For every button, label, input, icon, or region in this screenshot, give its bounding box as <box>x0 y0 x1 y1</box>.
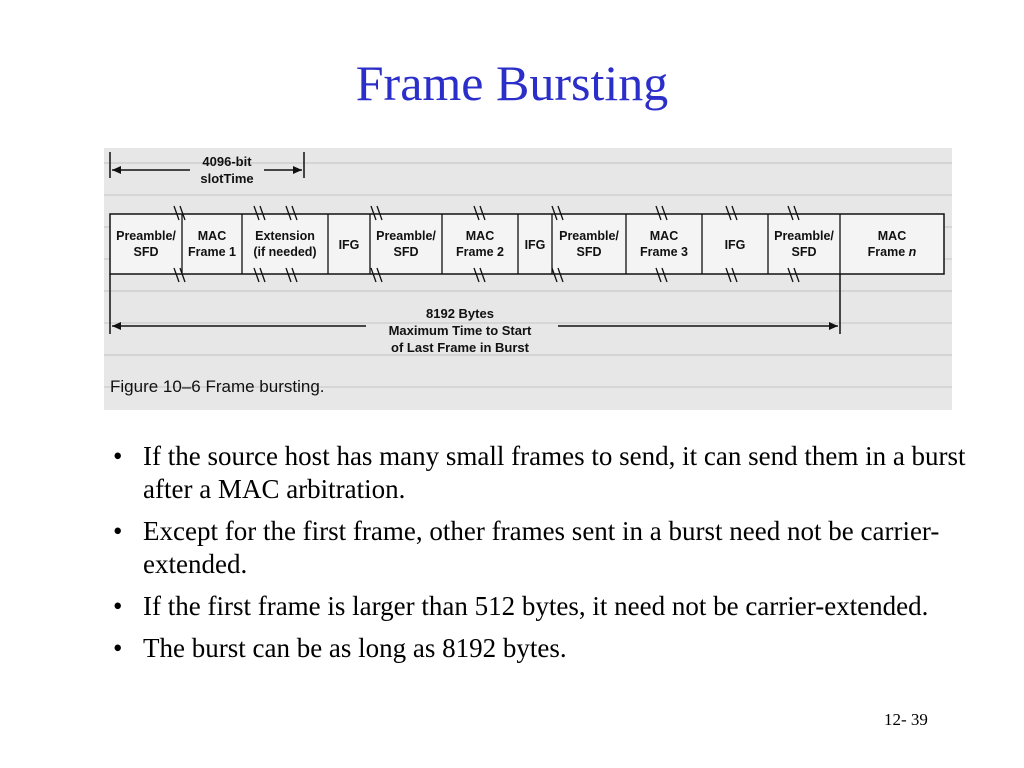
bullet-dot-icon: • <box>113 591 123 621</box>
box-frame-1: Frame 1 <box>188 245 236 259</box>
bullet-dot-icon: • <box>113 441 123 471</box>
box-mac-1: MAC <box>198 229 226 243</box>
bullet-list: • If the source host has many small fram… <box>113 440 973 674</box>
bullet-text: The burst can be as long as 8192 bytes. <box>143 633 567 663</box>
box-mac-n: MAC <box>878 229 906 243</box>
frame-bursting-figure: 4096-bit slotTime <box>104 148 952 410</box>
box-preamble-3: Preamble/ <box>559 229 619 243</box>
box-if-needed: (if needed) <box>253 245 316 259</box>
bullet-dot-icon: • <box>113 633 123 663</box>
box-sfd-2: SFD <box>394 245 419 259</box>
bullet-item: • If the first frame is larger than 512 … <box>113 590 973 623</box>
figure-caption: Figure 10–6 Frame bursting. <box>110 377 325 396</box>
bullet-dot-icon: • <box>113 516 123 546</box>
max-time-line1: Maximum Time to Start <box>389 323 532 338</box>
box-ifg-2: IFG <box>525 238 546 252</box>
bullet-item: • Except for the first frame, other fram… <box>113 515 973 581</box>
box-preamble-1: Preamble/ <box>116 229 176 243</box>
box-mac-3: MAC <box>650 229 678 243</box>
bullet-text: If the first frame is larger than 512 by… <box>143 591 929 621</box>
box-mac-2: MAC <box>466 229 494 243</box>
page-number: 12- 39 <box>884 710 928 729</box>
box-preamble-2: Preamble/ <box>376 229 436 243</box>
slot-label-line2: slotTime <box>200 171 253 186</box>
box-extension: Extension <box>255 229 315 243</box>
burst-length-dimension: 8192 Bytes Maximum Time to Start of Last… <box>109 274 841 355</box>
box-frame-2: Frame 2 <box>456 245 504 259</box>
figure-diagram: 4096-bit slotTime <box>104 152 952 396</box>
frame-n-italic: n <box>909 245 917 259</box>
box-ifg-1: IFG <box>339 238 360 252</box>
bullet-item: • If the source host has many small fram… <box>113 440 973 506</box>
slide-title: Frame Bursting <box>355 55 669 111</box>
frame-box-row: Preamble/ SFD MAC Frame 1 Extension (if … <box>109 205 945 283</box>
slot-time-dimension: 4096-bit slotTime <box>109 152 305 186</box>
bytes-label: 8192 Bytes <box>426 306 494 321</box>
bullet-item: • The burst can be as long as 8192 bytes… <box>113 632 973 665</box>
max-time-line2: of Last Frame in Burst <box>391 340 530 355</box>
box-sfd-4: SFD <box>792 245 817 259</box>
slot-label-line1: 4096-bit <box>202 154 252 169</box>
box-sfd-1: SFD <box>134 245 159 259</box>
bullet-text: Except for the first frame, other frames… <box>143 516 940 579</box>
bullet-text: If the source host has many small frames… <box>143 441 966 504</box>
box-ifg-3: IFG <box>725 238 746 252</box>
box-frame-n: Frame n <box>868 245 917 259</box>
box-preamble-4: Preamble/ <box>774 229 834 243</box>
box-frame-3: Frame 3 <box>640 245 688 259</box>
box-sfd-3: SFD <box>577 245 602 259</box>
